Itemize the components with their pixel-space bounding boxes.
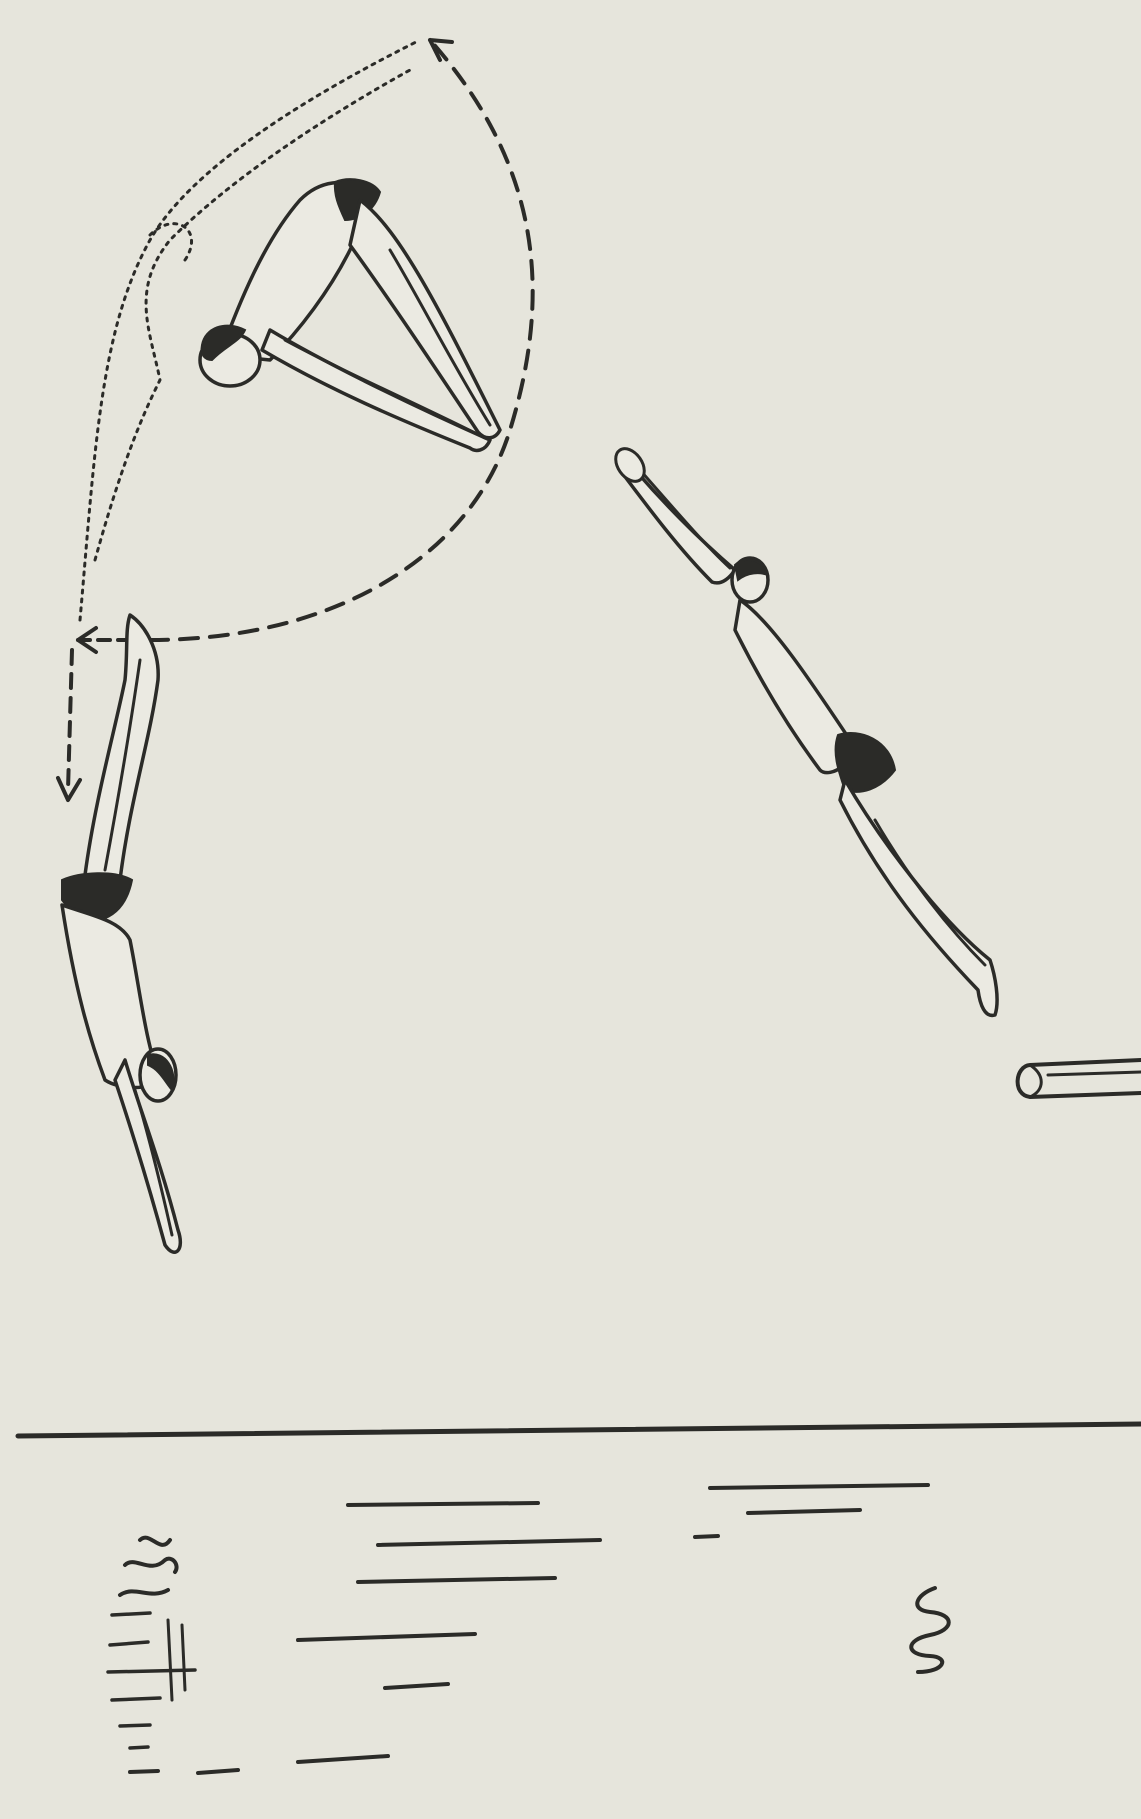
ripple-squiggle [911, 1588, 949, 1672]
diver-layout-descending [610, 443, 997, 1015]
diver-vertical-entry [62, 615, 180, 1252]
downward-arrow [58, 650, 80, 800]
diver-pike-midair [200, 179, 500, 450]
water-surface-line [18, 1424, 1141, 1436]
water-ripples [108, 1485, 949, 1773]
splash-marks [108, 1538, 195, 1748]
diving-board [1018, 1060, 1141, 1097]
